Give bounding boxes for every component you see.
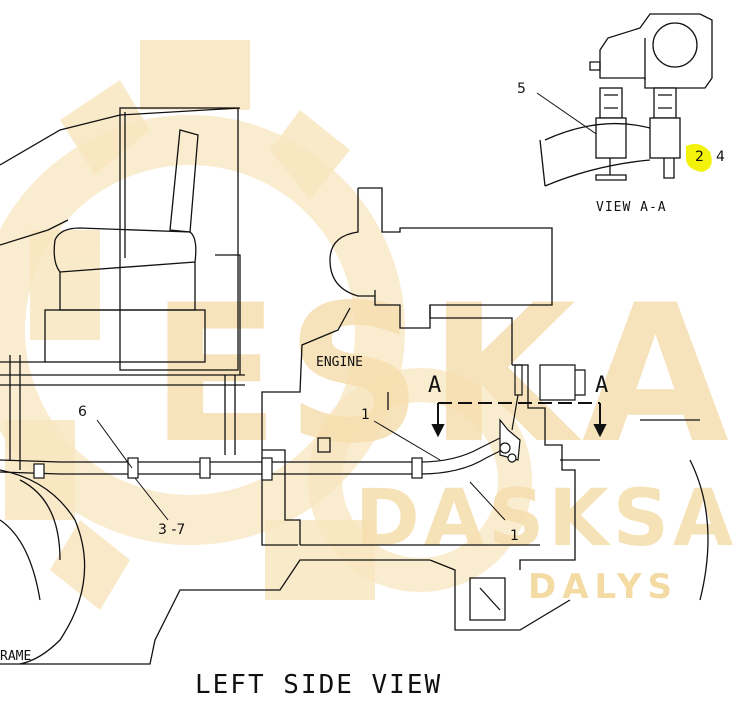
callout-4: 4 [716, 149, 725, 165]
hose-assembly [0, 364, 586, 481]
view-aa-detail [539, 13, 713, 187]
callout-5: 5 [517, 81, 526, 97]
watermark-text-dalys: DALYS [528, 567, 678, 607]
linework [0, 13, 713, 665]
view-aa-caption: VIEW A-A [596, 200, 667, 215]
callout-1-top: 1 [361, 407, 370, 423]
callout-6: 6 [78, 404, 87, 420]
section-a-left: A [428, 373, 441, 398]
watermark-text-eska: ESKA [150, 264, 735, 485]
watermark-text-dasksa: DASKSA [355, 474, 737, 564]
callout-2: 2 [695, 149, 704, 165]
watermark-ring [0, 115, 405, 545]
left-side-view-caption: LEFT SIDE VIEW [195, 670, 442, 700]
callout-1-bottom: 1 [510, 528, 519, 544]
operator-seat [0, 107, 245, 470]
section-aa-line [431, 402, 607, 438]
watermark: ESKA DASKSA DALYS [0, 40, 737, 610]
frame-label: RAME [0, 649, 31, 664]
frame-outline [0, 419, 709, 665]
leader-lines [96, 92, 606, 521]
callout-3-7: 3 -7 [158, 522, 185, 538]
callout-2-highlight [686, 144, 712, 172]
engine-outline [261, 187, 576, 570]
section-a-right: A [595, 373, 608, 398]
engine-label: ENGINE [316, 355, 363, 370]
